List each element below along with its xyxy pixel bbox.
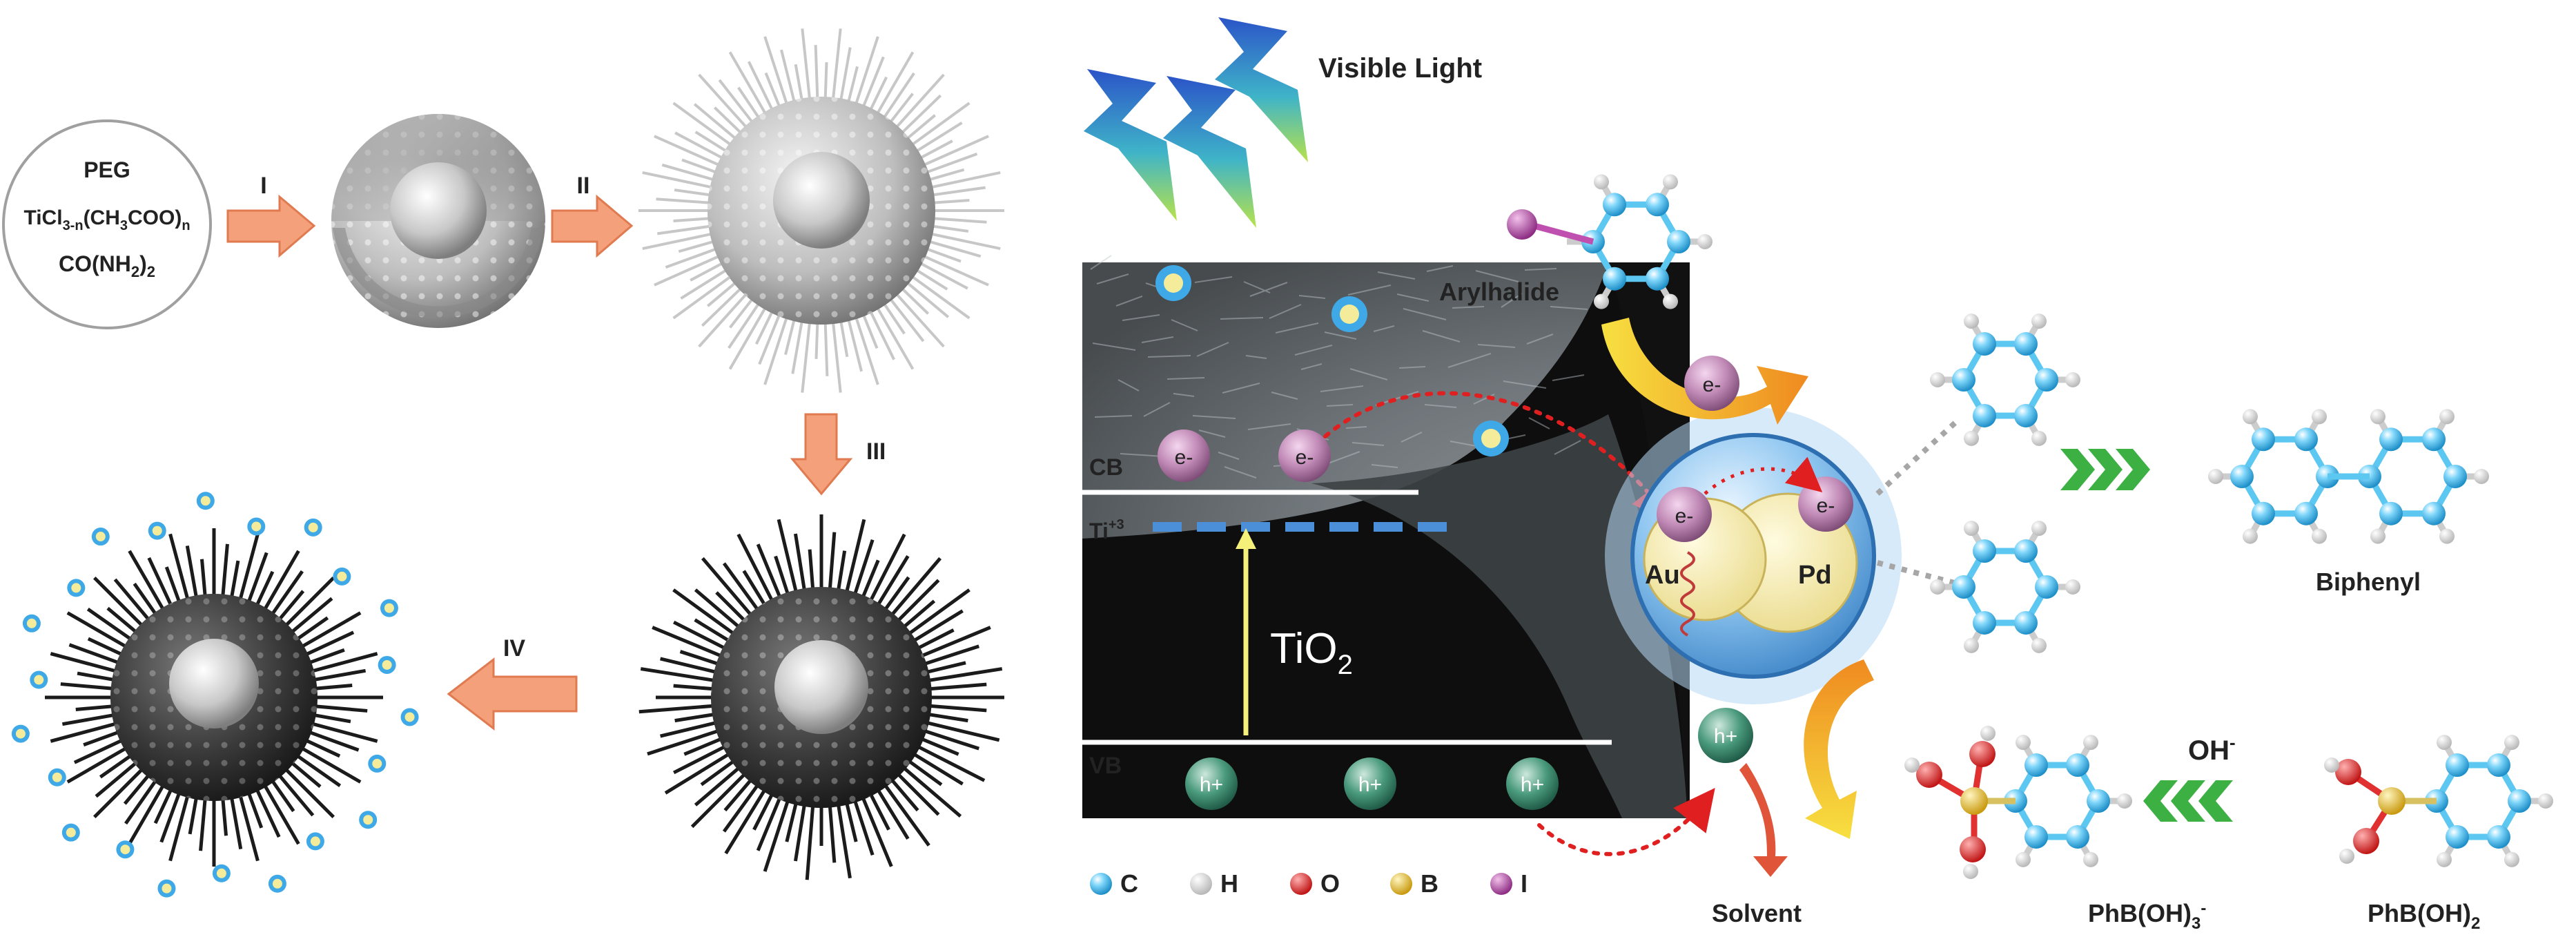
legend-item-h: H (1190, 869, 1238, 898)
precursor-peg: PEG (84, 157, 130, 182)
step-arrow-ii: II (551, 173, 634, 258)
cb-electron-1: e- (1158, 429, 1210, 482)
cb-label: CB (1089, 454, 1123, 481)
hydroxide-label: OH- (2188, 732, 2236, 766)
synthesis-scheme: PEG TiCl3-n(CH3COO)n CO(NH2)2 I II (2, 28, 1004, 898)
step-arrow-i: I (226, 173, 316, 258)
biphenyl-label: Biphenyl (2316, 568, 2421, 596)
bolt-icon-3 (1215, 17, 1308, 162)
vb-hole-2: h+ (1344, 757, 1396, 810)
np-electron-pd: e- (1798, 476, 1853, 532)
curved-arrow-top (1601, 318, 1808, 425)
step-label-ii: II (577, 173, 590, 199)
legend-label: O (1320, 869, 1340, 898)
step-label-iv: IV (503, 635, 525, 662)
step-arrow-iv: IV (447, 635, 578, 731)
tio2-subscript: 2 (1338, 650, 1353, 680)
bond-to-phenyl-2 (1876, 560, 1958, 586)
legend-item-c: C (1090, 869, 1138, 898)
legend-label: C (1120, 869, 1138, 898)
legend-swatch (1490, 873, 1512, 895)
bolt-icon-2 (1163, 76, 1256, 228)
au-label: Au (1645, 561, 1680, 590)
bond-to-phenyl-1 (1875, 419, 1959, 496)
tio2-label: TiO (1270, 625, 1338, 673)
ti-superscript: +3 (1109, 517, 1124, 532)
bolt-icon-1 (1084, 69, 1177, 221)
vb-hole-3: h+ (1506, 757, 1559, 810)
precursor-urea: CO(NH2)2 (59, 251, 155, 280)
sphere-decorated (11, 492, 419, 898)
cb-electron-2: e- (1278, 429, 1331, 482)
solvent-label: Solvent (1712, 899, 1802, 927)
legend-swatch (1090, 873, 1112, 895)
visible-light-bolts: Visible Light (1084, 17, 1482, 228)
legend-swatch (1290, 873, 1312, 895)
hole-transfer-path (1537, 788, 1715, 856)
hole-np-bottom: h+ (1698, 708, 1753, 763)
precursor-circle: PEG TiCl3-n(CH3COO)n CO(NH2)2 (2, 119, 212, 329)
decorating-nanoparticles (11, 492, 419, 898)
svg-text:e-: e- (1175, 446, 1193, 469)
chevrons-backward (2143, 780, 2233, 822)
sphere-spiky-light (638, 28, 1004, 393)
legend-swatch (1190, 873, 1212, 895)
svg-text:e-: e- (1675, 505, 1694, 528)
chevrons-forward (2060, 449, 2150, 490)
boronic-acid-label: PhB(OH)2 (2368, 899, 2480, 933)
tio2-band-panel: CB VB Ti+3 TiO2 e- e- h+ h+ (1082, 255, 1690, 818)
sphere-spiky-dark (638, 514, 1004, 880)
electron-transfer-path (1323, 391, 1674, 524)
boronate-label: PhB(OH)3- (2088, 899, 2206, 933)
legend-item-b: B (1390, 869, 1438, 898)
legend-label: H (1220, 869, 1238, 898)
legend-item-o: O (1290, 869, 1340, 898)
pd-label: Pd (1798, 561, 1832, 590)
svg-text:e-: e- (1703, 374, 1721, 396)
visible-light-label: Visible Light (1318, 53, 1482, 84)
arylhalide-label: Arylhalide (1439, 278, 1559, 306)
molecules-layer (1507, 174, 2553, 879)
precursor-ticl3: TiCl3-n(CH3COO)n (23, 206, 190, 233)
svg-text:e-: e- (1817, 494, 1835, 517)
sphere-shell (331, 114, 545, 328)
svg-text:e-: e- (1296, 446, 1314, 469)
svg-text:h+: h+ (1521, 773, 1544, 796)
mechanism-scheme: Visible Light CB VB Ti+3 TiO2 (1082, 17, 2553, 933)
aupd-nanoparticle: e- e- Au Pd (1605, 407, 1902, 704)
legend-label: I (1521, 869, 1528, 898)
vb-hole-1: h+ (1185, 757, 1238, 810)
legend-label: B (1421, 869, 1438, 898)
svg-text:h+: h+ (1358, 773, 1382, 796)
step-arrow-iii: III (790, 413, 886, 496)
np-electron-au: e- (1657, 487, 1712, 542)
solvent-arrow (1739, 763, 1788, 877)
svg-text:Ti+3: Ti+3 (1089, 517, 1124, 543)
step-label-i: I (260, 173, 266, 199)
svg-text:h+: h+ (1714, 725, 1737, 748)
legend-swatch (1390, 873, 1412, 895)
vb-label: VB (1089, 753, 1122, 779)
surface-nanoparticles (1155, 265, 1509, 456)
step-label-iii: III (866, 438, 886, 465)
ti-label: Ti (1089, 519, 1109, 543)
curved-arrow-bottom (1804, 659, 1874, 839)
legend-item-i: I (1490, 869, 1528, 898)
svg-text:h+: h+ (1200, 773, 1223, 796)
electron-np-top: e- (1684, 356, 1739, 411)
svg-text:TiO2: TiO2 (1270, 625, 1353, 680)
